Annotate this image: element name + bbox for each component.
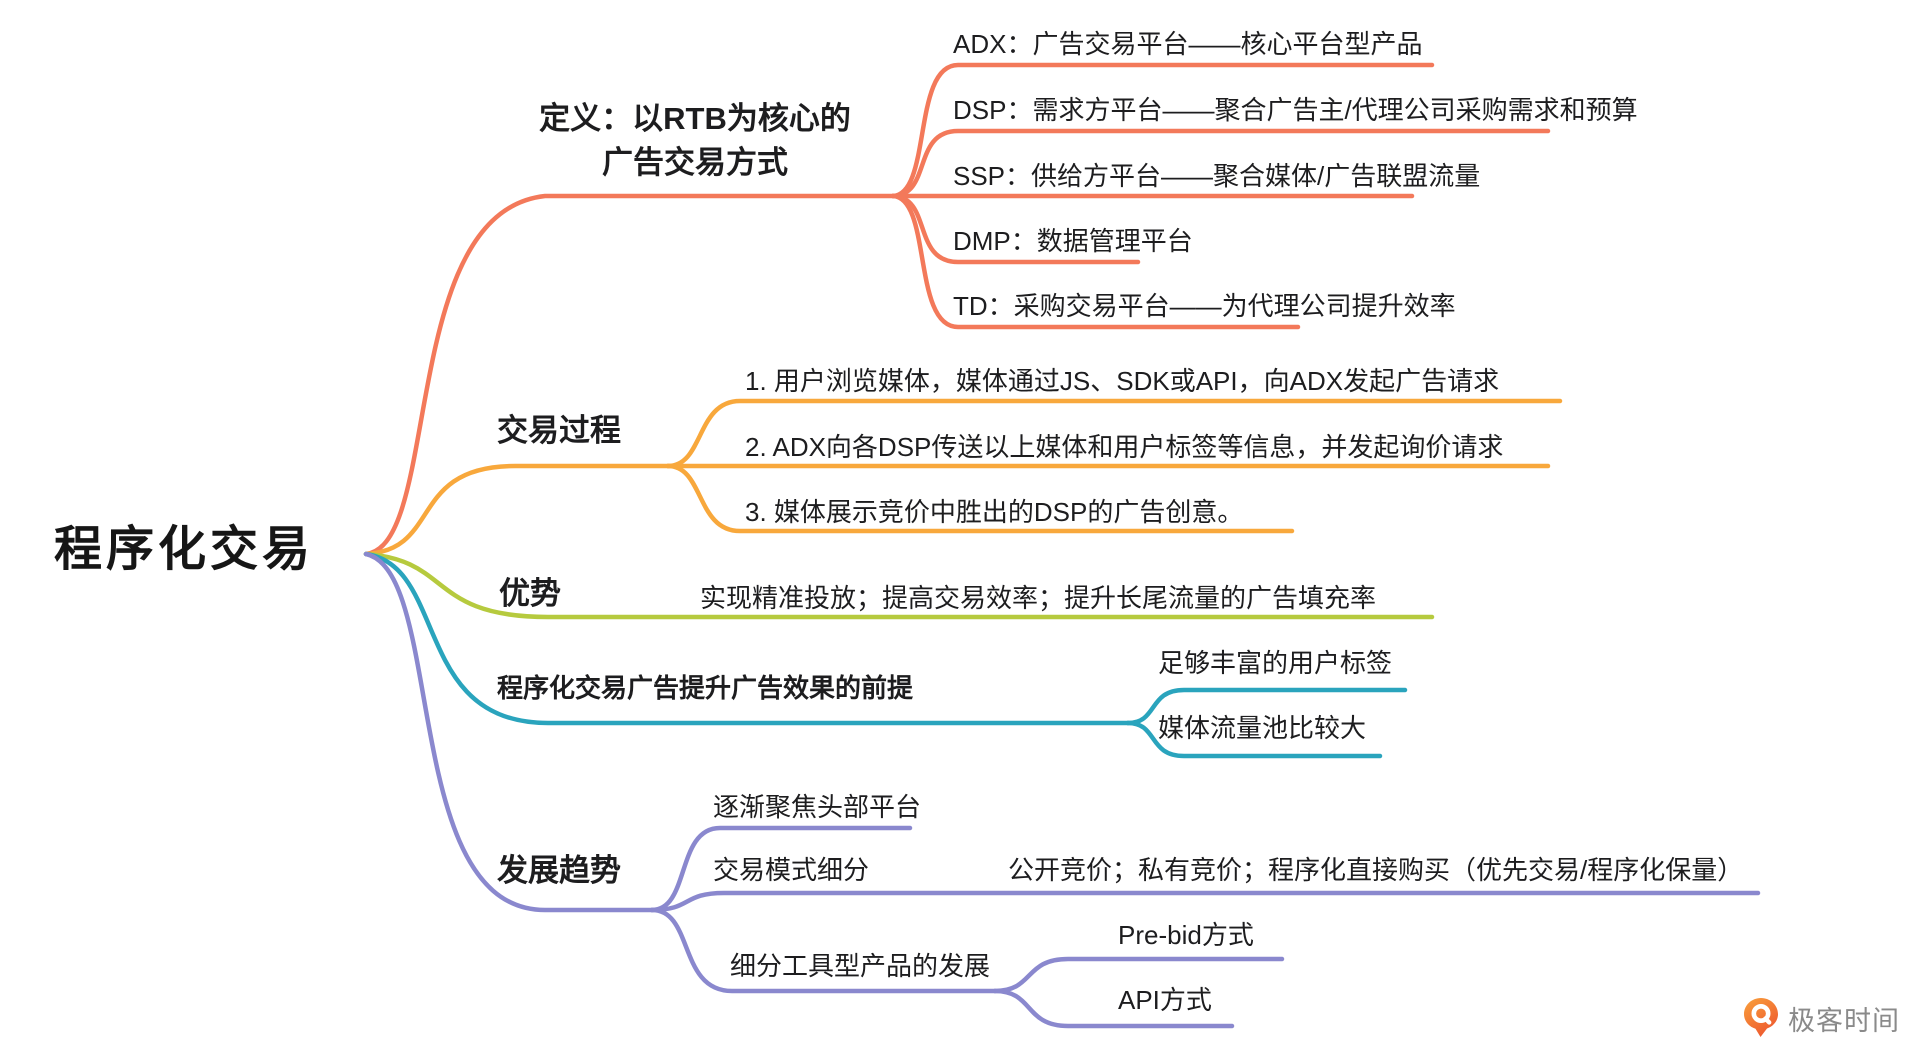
branch-definition-main-line [363, 193, 896, 557]
topic-trends-api: API方式 [1118, 985, 1212, 1015]
branch-definition-child-dsp-line [890, 128, 1551, 199]
topic-premise-traffic: 媒体流量池比较大 [1158, 713, 1367, 743]
branch-premise-child1-line [1125, 687, 1408, 726]
topic-process-step1: 1. 用户浏览媒体，媒体通过JS、SDK或API，向ADX发起广告请求 [745, 366, 1500, 396]
topic-trends-trademode: 交易模式细分 [713, 855, 870, 885]
topic-adx: ADX：广告交易平台——核心平台型产品 [953, 29, 1423, 59]
topic-trends-tools: 细分工具型产品的发展 [730, 951, 991, 981]
topic-trends-trademode-detail: 公开竞价；私有竞价；程序化直接购买（优先交易/程序化保量） [1008, 855, 1744, 885]
branch-process-main-line [363, 463, 671, 557]
geektime-pin-icon [1744, 998, 1778, 1037]
topic-trends: 发展趋势 [497, 853, 621, 888]
branch-trends-child3-line [649, 907, 998, 994]
topic-dsp: DSP：需求方平台——聚合广告主/代理公司采购需求和预算 [953, 95, 1638, 125]
branch-premise-child2-line [1125, 720, 1383, 759]
topic-definition-line1: 定义：以RTB为核心的 [539, 101, 851, 136]
topic-advantages-detail: 实现精准投放；提高交易效率；提升长尾流量的广告填充率 [700, 583, 1377, 613]
root-topic: 程序化交易 [54, 523, 315, 576]
topic-trends-headplatform: 逐渐聚焦头部平台 [713, 792, 922, 822]
topic-trends-prebid: Pre-bid方式 [1118, 920, 1254, 950]
branch-definition-child-td-line [890, 193, 1301, 330]
branch-advantages-line [363, 551, 1435, 620]
topic-premise-tags: 足够丰富的用户标签 [1158, 648, 1393, 678]
branch-process-step1-line [665, 398, 1563, 469]
topic-process-step2: 2. ADX向各DSP传送以上媒体和用户标签等信息，并发起询价请求 [745, 432, 1504, 462]
branch-trends-child1-line [649, 825, 913, 913]
topic-definition-line2: 广告交易方式 [602, 145, 788, 180]
topic-definition: 定义：以RTB为核心的 广告交易方式 [495, 97, 895, 185]
topic-process-step3: 3. 媒体展示竞价中胜出的DSP的广告创意。 [745, 497, 1244, 527]
branch-trends-main-line [363, 551, 655, 913]
branch-trends-prebid-line [992, 956, 1285, 994]
branch-trends-child2-line [649, 890, 1761, 913]
topic-td: TD：采购交易平台——为代理公司提升效率 [953, 291, 1456, 321]
topic-dmp: DMP：数据管理平台 [953, 226, 1193, 256]
brand-text: 极客时间 [1788, 1005, 1900, 1036]
topic-ssp: SSP：供给方平台——聚合媒体/广告联盟流量 [953, 161, 1481, 191]
branch-premise-main-line [363, 551, 1131, 726]
branch-definition-child-adx-line [890, 62, 1435, 199]
topic-process: 交易过程 [497, 413, 621, 448]
topic-advantages: 优势 [499, 576, 561, 611]
branch-trends-api-line [992, 988, 1235, 1029]
topic-premise: 程序化交易广告提升广告效果的前提 [497, 673, 914, 703]
brand-watermark: 极客时间 [1742, 996, 1900, 1040]
branch-process-step3-line [665, 463, 1295, 534]
